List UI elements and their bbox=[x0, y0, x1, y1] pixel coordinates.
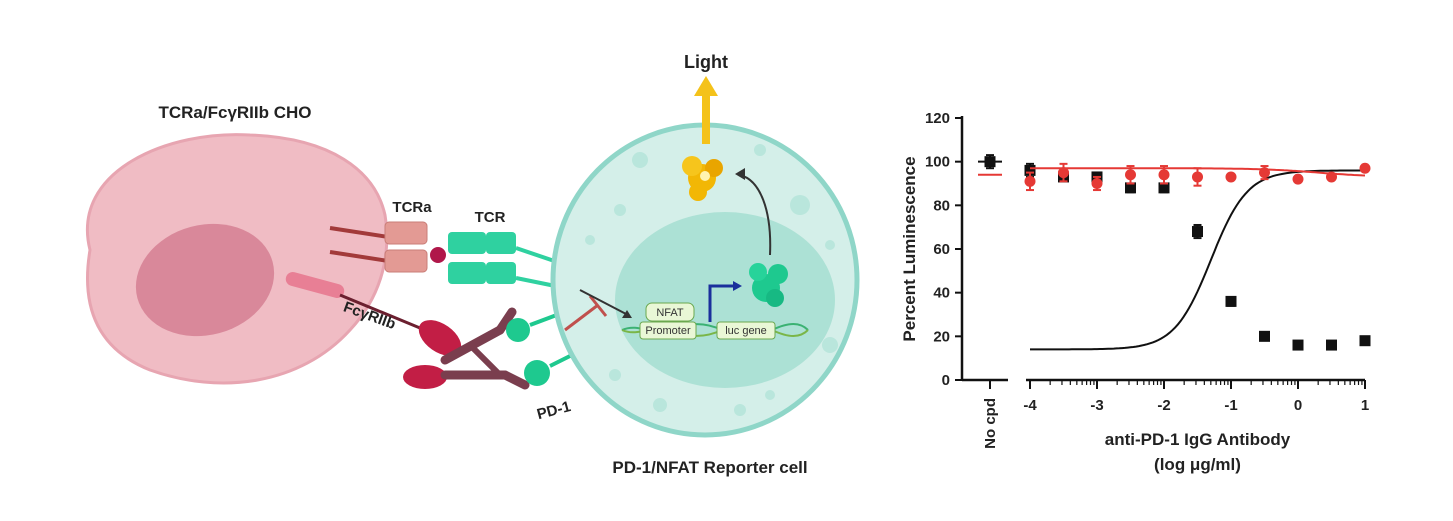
reporter-cell: PD-1/NFAT Reporter cell bbox=[550, 122, 860, 477]
signal-arrow-icon bbox=[579, 289, 632, 318]
tcr-label: TCR bbox=[475, 209, 506, 226]
expression-arrow-icon bbox=[739, 174, 772, 256]
luc-gene-label: luc gene bbox=[725, 325, 767, 337]
tcra-receptor: TCRa bbox=[329, 199, 448, 273]
data-point-series-0 bbox=[1359, 335, 1371, 347]
data-point-series-0 bbox=[1326, 339, 1337, 351]
dose-response-chart: 0 20 40 60 80 100 120 -4 -3 -2 -1 0 1 No cpd Percent L… bbox=[900, 110, 1371, 474]
luciferase-protein-icon bbox=[749, 263, 788, 307]
cho-nucleus bbox=[135, 223, 275, 337]
data-point-series-1 bbox=[1292, 173, 1304, 185]
data-point-series-1 bbox=[1259, 167, 1270, 179]
data-point-series-1 bbox=[1326, 171, 1337, 183]
y-tick-label: 80 bbox=[933, 197, 950, 214]
data-point-series-0 bbox=[1125, 182, 1136, 194]
y-tick-label: 100 bbox=[925, 154, 950, 171]
fit-curve-series-0 bbox=[1030, 169, 1365, 351]
data-point-series-0 bbox=[1259, 330, 1270, 342]
cho-cell-label: TCRa/FcγRIIb CHO bbox=[158, 103, 311, 122]
x-tick-label: 1 bbox=[1361, 397, 1369, 414]
pd1-label: PD-1 bbox=[535, 398, 572, 423]
y-tick-label: 60 bbox=[933, 241, 950, 258]
x-axis-title-line2: (log μg/ml) bbox=[1154, 455, 1241, 474]
active-luciferase-icon bbox=[682, 156, 723, 201]
vesicles bbox=[585, 144, 838, 416]
data-point-series-1 bbox=[1024, 175, 1036, 187]
anti-pd1-antibody-icon bbox=[440, 307, 530, 390]
data-point-series-1 bbox=[1058, 167, 1069, 179]
reporter-cell-label: PD-1/NFAT Reporter cell bbox=[612, 458, 807, 477]
data-point-series-1 bbox=[1225, 171, 1237, 183]
light-arrow-icon bbox=[694, 76, 718, 144]
x-tick-label: 0 bbox=[1294, 397, 1302, 414]
reporter-nucleus bbox=[615, 212, 835, 388]
data-point-series-0 bbox=[1158, 182, 1170, 194]
x-tick-label: -1 bbox=[1224, 397, 1237, 414]
y-tick-label: 20 bbox=[933, 328, 950, 345]
peptide-mhc-icon bbox=[428, 245, 448, 265]
tcra-label: TCRa bbox=[392, 199, 432, 216]
data-point-series-1 bbox=[1091, 178, 1103, 189]
dna-construct: NFAT Promoter luc gene bbox=[621, 281, 809, 340]
data-point-series-0 bbox=[1225, 295, 1237, 307]
no-cpd-point-series-0 bbox=[984, 156, 996, 168]
cho-cell: TCRa/FcγRIIb CHO bbox=[86, 103, 389, 385]
data-point-series-0 bbox=[1024, 164, 1036, 176]
y-tick-label: 0 bbox=[942, 372, 950, 389]
data-point-series-1 bbox=[1192, 171, 1203, 183]
nfat-label: NFAT bbox=[656, 307, 684, 319]
data-point-series-0 bbox=[1192, 226, 1203, 238]
tcr-receptor: TCR bbox=[448, 209, 576, 292]
data-point-series-1 bbox=[1125, 169, 1136, 181]
x-tick-label: -2 bbox=[1157, 397, 1170, 414]
data-point-series-1 bbox=[1359, 162, 1371, 174]
promoter-label: Promoter bbox=[645, 325, 691, 337]
data-point-series-0 bbox=[1292, 339, 1304, 351]
x-axis-title-line1: anti-PD-1 IgG Antibody bbox=[1105, 430, 1291, 449]
y-axis-title: Percent Luminescence bbox=[900, 156, 919, 341]
transcription-arrow-icon bbox=[733, 281, 742, 291]
data-point-series-1 bbox=[1158, 169, 1170, 181]
x-tick-label: -3 bbox=[1090, 397, 1103, 414]
light-label: Light bbox=[684, 52, 728, 72]
y-tick-label: 120 bbox=[925, 110, 950, 127]
x-tick-label: -4 bbox=[1023, 397, 1037, 414]
inhibition-icon bbox=[564, 295, 608, 332]
no-cpd-label: No cpd bbox=[982, 398, 999, 449]
y-tick-label: 40 bbox=[933, 285, 950, 302]
